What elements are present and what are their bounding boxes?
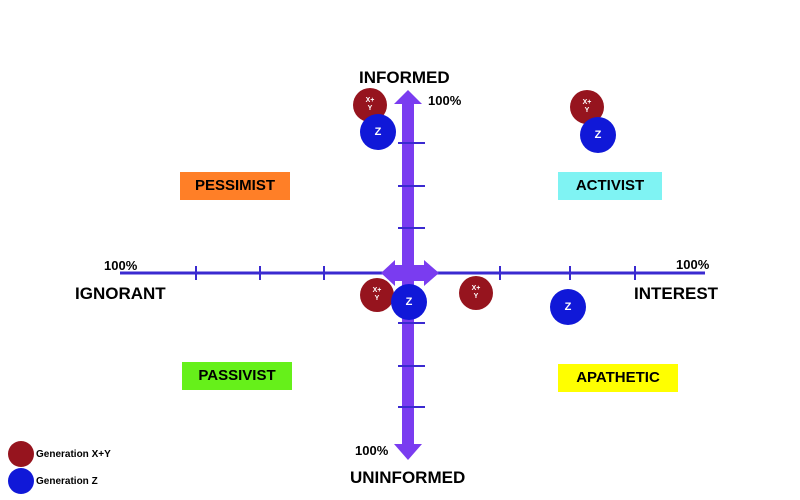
generation-xy-marker-label: X+ Y (365, 97, 375, 112)
generation-z-marker: Z (360, 114, 396, 150)
uninformed-label: UNINFORMED (350, 468, 466, 487)
generation-xy-marker: X+ Y (459, 276, 493, 310)
generation-z-marker: Z (550, 289, 586, 325)
quadrant-pessimist: PESSIMIST (180, 172, 290, 200)
generation-z-marker: Z (580, 117, 616, 153)
generation-z-marker-label: Z (594, 129, 602, 141)
generation-z-marker-label: Z (564, 301, 572, 313)
quadrant-passivist: PASSIVIST (182, 362, 292, 390)
generation-xy-marker: X+ Y (360, 278, 394, 312)
quadrant-apathetic: APATHETIC (558, 364, 678, 392)
interest-label: INTEREST (634, 284, 719, 303)
horizontal-axis-arrow (381, 260, 439, 286)
legend-xy-label: Generation X+Y (36, 449, 111, 460)
generation-xy-marker-label: X+ Y (582, 99, 592, 114)
left-percent-label: 100% (104, 258, 138, 273)
bottom-percent-label: 100% (355, 443, 389, 458)
horizontal-axis-ticks (195, 266, 636, 280)
informed-label: INFORMED (359, 68, 450, 87)
legend-z-swatch (8, 468, 34, 494)
generation-z-marker-label: Z (405, 296, 413, 308)
legend-xy-swatch (8, 441, 34, 467)
generation-xy-marker-label: X+ Y (471, 285, 481, 300)
generation-z-marker: Z (391, 284, 427, 320)
legend-z-label: Generation Z (36, 476, 98, 487)
generation-z-marker-label: Z (374, 126, 382, 138)
right-percent-label: 100% (676, 257, 710, 272)
generation-xy-marker-label: X+ Y (372, 287, 382, 302)
vertical-axis-ticks (398, 142, 425, 408)
top-percent-label: 100% (428, 93, 462, 108)
quadrant-activist: ACTIVIST (558, 172, 662, 200)
ignorant-label: IGNORANT (75, 284, 166, 303)
